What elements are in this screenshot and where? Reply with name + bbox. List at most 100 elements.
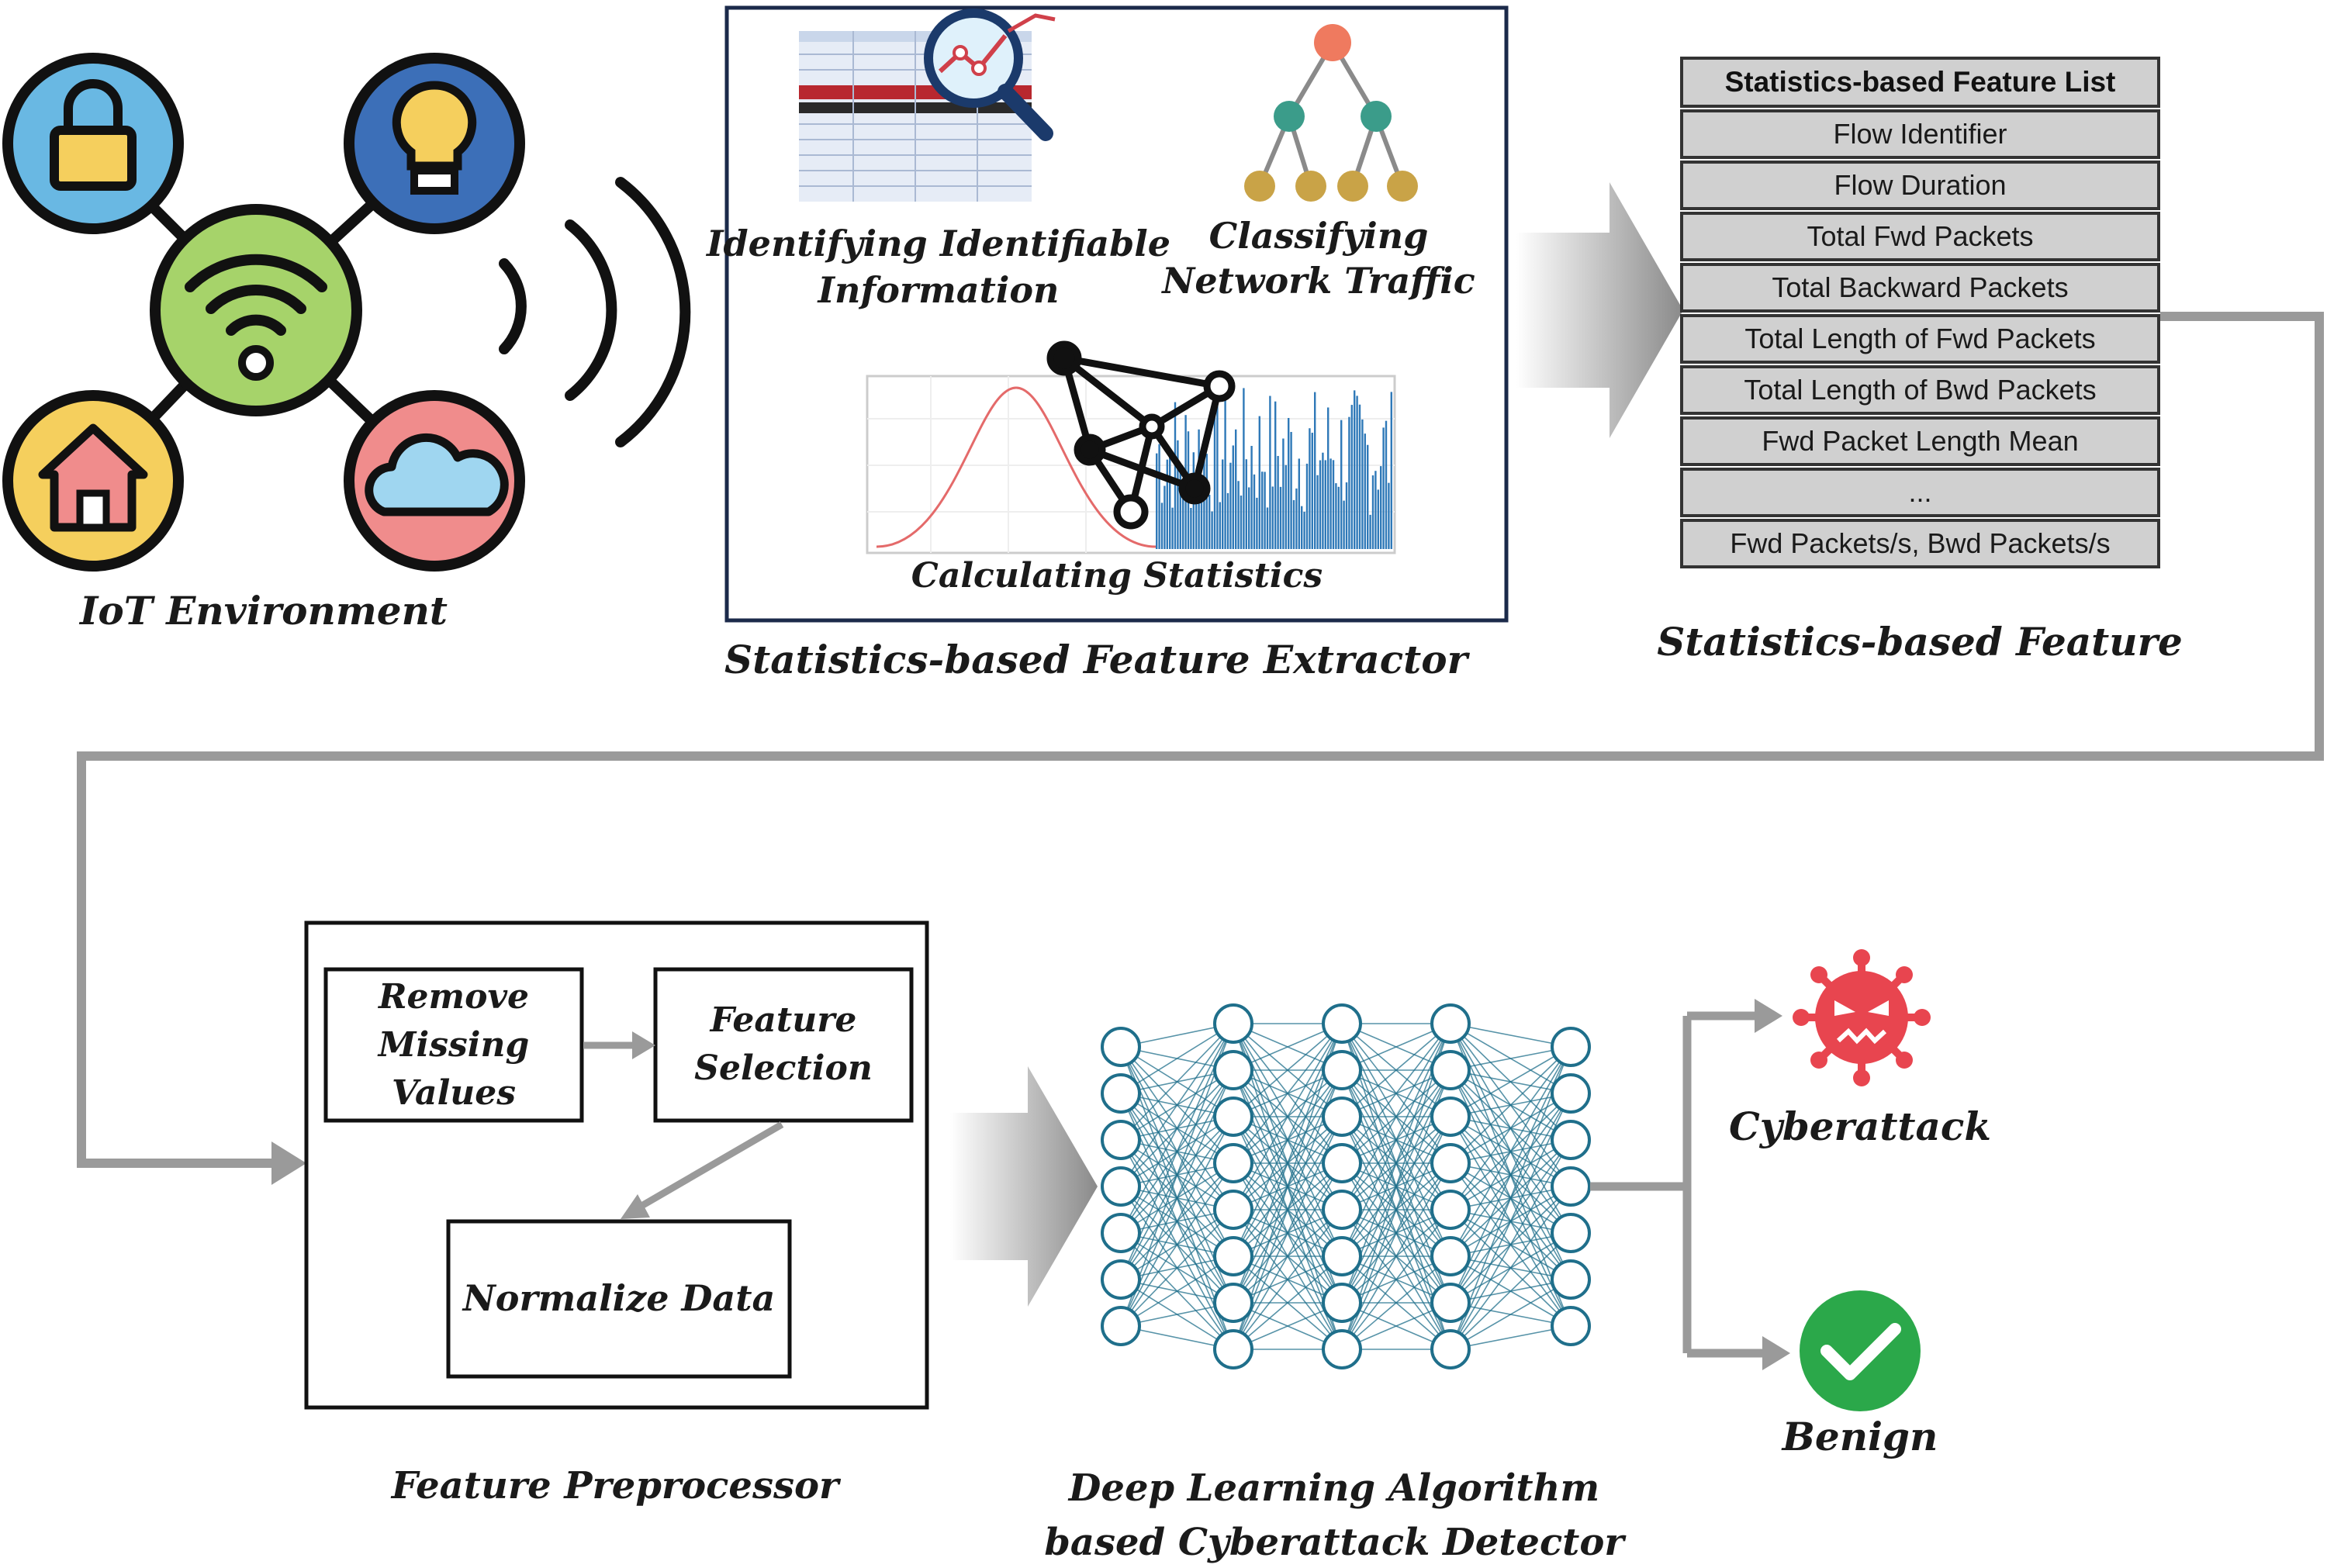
nn-edge	[1450, 1279, 1572, 1350]
nn-edge	[1233, 1209, 1343, 1350]
nn-edge	[1120, 1023, 1234, 1187]
histogram-bar	[1224, 392, 1226, 549]
nn-edge	[1450, 1139, 1572, 1350]
histogram-bar	[1358, 404, 1361, 549]
nn-node	[1430, 1236, 1471, 1276]
flow-arrow-preprocessor-to-detector	[950, 1066, 1098, 1307]
nn-nodes	[1101, 1003, 1591, 1369]
histogram-bar	[1319, 460, 1322, 549]
arrowhead-to-cyberattack	[1755, 999, 1782, 1033]
histogram-bar	[1229, 462, 1232, 549]
histogram-bar	[1200, 497, 1203, 549]
nn-node	[1213, 1003, 1253, 1044]
nn-node	[1213, 1143, 1253, 1183]
feature-list-row	[1680, 161, 2160, 210]
normalize-data-box	[446, 1219, 792, 1379]
nn-node	[1551, 1027, 1591, 1067]
nn-node	[1430, 1283, 1471, 1323]
histogram-bar	[1382, 427, 1385, 549]
nn-edge	[1233, 1255, 1343, 1350]
histogram-bar	[1160, 503, 1164, 549]
histogram-bar	[1219, 502, 1221, 549]
histogram-bar	[1364, 433, 1366, 549]
nn-edge	[1450, 1046, 1572, 1304]
histogram-bar	[1250, 446, 1253, 549]
nn-edge	[1233, 1023, 1343, 1164]
nn-edge	[1450, 1046, 1572, 1071]
nn-edge	[1450, 1046, 1572, 1211]
histogram-bar	[1337, 486, 1340, 549]
remove-line2: Missing	[377, 1025, 529, 1065]
histogram-bar	[1305, 463, 1309, 549]
arrowhead-to-benign	[1762, 1336, 1790, 1370]
benign-label: Benign	[1781, 1414, 1938, 1459]
nn-node	[1101, 1073, 1141, 1114]
nn-node	[1101, 1027, 1141, 1067]
histogram-bar	[1245, 459, 1247, 549]
histogram-bar	[1282, 438, 1285, 549]
nn-node	[1430, 1143, 1471, 1183]
histogram-bar	[1369, 514, 1371, 549]
nn-node	[1213, 1283, 1253, 1323]
nn-node	[1551, 1120, 1591, 1160]
nn-node	[1101, 1306, 1141, 1346]
feature-list-header: Statistics-based Feature List	[1725, 66, 2116, 98]
histogram-bar	[1156, 453, 1158, 549]
nn-edge	[1341, 1023, 1451, 1117]
histogram-bar	[1190, 507, 1192, 549]
histogram-bar	[1169, 451, 1171, 549]
histogram-bar	[1164, 485, 1166, 549]
feature-list-row	[1680, 365, 2160, 415]
feature-list-item: Total Backward Packets	[1772, 271, 2068, 303]
histogram-bar	[1322, 452, 1324, 549]
feature-preprocessor: Remove Missing Values Feature Selection …	[304, 920, 929, 1508]
wireless-signal-icon	[499, 177, 691, 447]
histogram-bar	[1348, 416, 1350, 549]
nn-node	[1322, 1003, 1362, 1044]
histogram-bar	[1232, 445, 1234, 549]
nn-node	[1551, 1306, 1591, 1346]
histogram-bar	[1226, 492, 1229, 549]
nn-node	[1322, 1050, 1362, 1090]
feature-list-row	[1680, 416, 2160, 466]
nn-node	[1430, 1097, 1471, 1137]
feature-list-row	[1680, 314, 2160, 364]
lightbulb-icon	[344, 53, 525, 234]
remove-line3: Values	[392, 1073, 516, 1113]
histogram-bar	[1258, 416, 1260, 549]
histogram-bar	[1277, 455, 1279, 549]
histogram-bar	[1264, 471, 1266, 549]
histogram-bar	[1195, 487, 1198, 549]
nn-edge	[1120, 1023, 1234, 1234]
nn-edge	[1341, 1209, 1451, 1350]
histogram-bar	[1324, 460, 1326, 549]
histogram-bar	[1213, 394, 1216, 549]
arrow-remove-to-select-head	[632, 1031, 655, 1059]
nn-node	[1322, 1236, 1362, 1276]
histogram-bar	[1158, 444, 1160, 549]
histogram-bar	[1182, 480, 1184, 549]
nn-node	[1322, 1097, 1362, 1137]
feature-list-caption: Statistics-based Feature	[1657, 619, 2183, 665]
histogram-bar	[1309, 428, 1311, 549]
wifi-icon	[150, 204, 362, 416]
nn-node	[1430, 1190, 1471, 1230]
select-line2: Selection	[694, 1048, 873, 1088]
feature-list-item: Total Fwd Packets	[1807, 220, 2033, 252]
nn-node	[1551, 1073, 1591, 1114]
nn-node	[1213, 1097, 1253, 1137]
neural-network-detector: Deep Learning Algorithm based Cyberattac…	[1044, 1003, 1627, 1564]
feature-list-row	[1680, 212, 2160, 261]
histogram-bar	[1295, 488, 1298, 549]
histogram-bar	[1311, 433, 1313, 549]
histogram-bar	[1222, 459, 1224, 549]
connector-arrowhead	[271, 1141, 306, 1185]
feature-list-row	[1680, 263, 2160, 313]
identify-text-line1: Identifying Identifiable	[705, 223, 1170, 264]
histogram-bar	[1174, 402, 1177, 549]
flow-arrow-extractor-to-list	[1516, 182, 1683, 438]
nn-edge	[1341, 1162, 1451, 1350]
histogram-bar	[1367, 444, 1369, 549]
